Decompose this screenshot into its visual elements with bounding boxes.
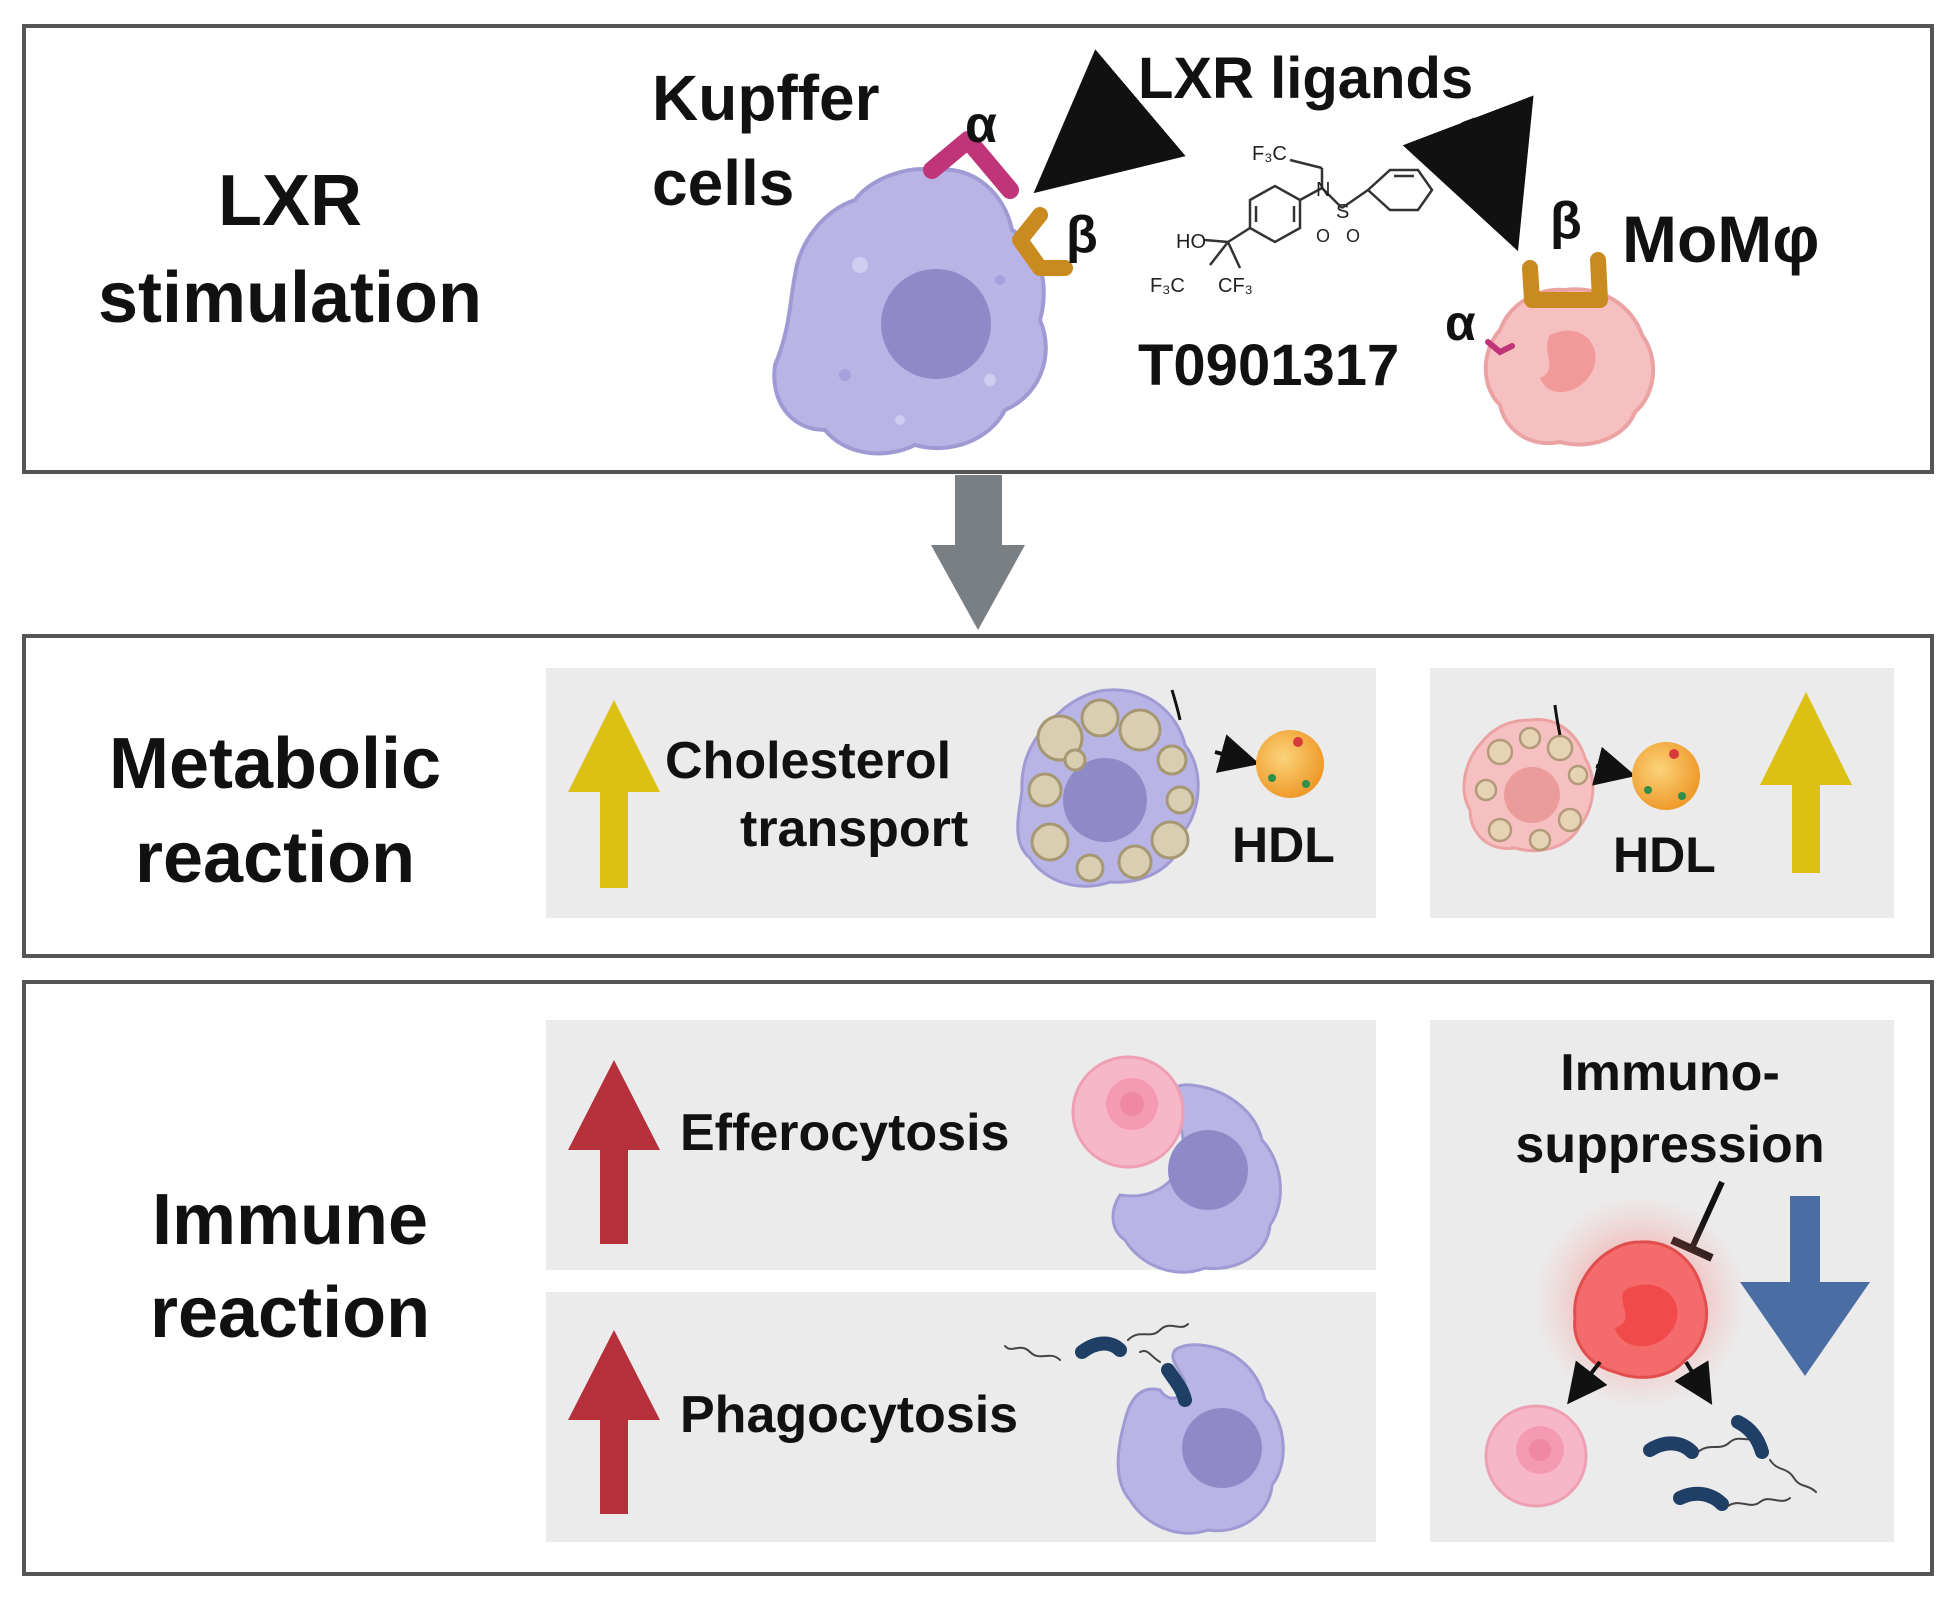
immunosuppression-label-line2: suppression bbox=[1515, 1116, 1824, 1174]
efferocytosis-label: Efferocytosis bbox=[680, 1104, 1009, 1162]
kupffer-label-line2: cells bbox=[652, 147, 794, 219]
cholesterol-label-line1: Cholesterol bbox=[665, 732, 951, 790]
metabolic-label-line1: Metabolic bbox=[109, 724, 441, 804]
efflux-arrow-momphi bbox=[1592, 746, 1636, 786]
up-arrow-yellow-kupffer bbox=[568, 700, 660, 888]
momphi-label: MoMφ bbox=[1622, 202, 1819, 276]
suppress-arrow-left bbox=[1567, 1360, 1608, 1405]
down-arrow-blue bbox=[1740, 1196, 1870, 1376]
hdl-label-momphi: HDL bbox=[1613, 827, 1716, 883]
hdl-label-kupffer: HDL bbox=[1232, 817, 1335, 873]
kupffer-label-line1: Kupffer bbox=[652, 62, 880, 134]
foamy-momphi-cell-icon bbox=[1462, 717, 1595, 853]
chem-o-left: O bbox=[1316, 226, 1330, 246]
up-arrow-yellow-momphi bbox=[1760, 692, 1852, 873]
suppressed-cell-icon bbox=[1484, 1404, 1588, 1508]
activated-momphi-cell-icon bbox=[1573, 1240, 1709, 1379]
efflux-arrow-kupffer bbox=[1214, 734, 1260, 773]
suppress-arrow-right bbox=[1674, 1360, 1713, 1405]
kupffer-alpha-label: α bbox=[965, 96, 997, 154]
lxr-ligands-label: LXR ligands bbox=[1138, 46, 1473, 111]
hdl-particle-momphi-icon bbox=[1632, 742, 1700, 810]
phagocytosis-label: Phagocytosis bbox=[680, 1386, 1018, 1444]
phagocytosis-macrophage-icon bbox=[1116, 1343, 1285, 1535]
efflux-line-kupffer bbox=[1170, 689, 1182, 721]
kupffer-beta-label: β bbox=[1066, 206, 1098, 264]
metabolic-label-line2: reaction bbox=[135, 818, 415, 898]
immunosuppression-label-line1: Immuno- bbox=[1560, 1044, 1780, 1102]
immune-label-line2: reaction bbox=[150, 1273, 430, 1353]
lxr-beta-receptor-icon bbox=[1012, 207, 1073, 276]
momphi-alpha-receptor-icon bbox=[1485, 339, 1515, 356]
lxr-alpha-receptor-icon bbox=[923, 131, 1019, 199]
suppressed-bacteria-icon bbox=[1643, 1415, 1817, 1511]
momphi-beta-receptor-icon bbox=[1522, 252, 1608, 308]
momphi-cell-icon bbox=[1483, 287, 1656, 447]
up-arrow-red-efferocytosis bbox=[568, 1060, 660, 1244]
chem-cf3-bottom: CF₃ bbox=[1218, 275, 1253, 297]
chem-f3c-top: F₃C bbox=[1252, 143, 1287, 165]
up-arrow-red-phagocytosis bbox=[568, 1330, 660, 1514]
kupffer-metabolic-subpanel bbox=[546, 668, 1376, 918]
foamy-kupffer-cell-icon bbox=[1016, 688, 1200, 888]
apoptotic-cell-icon bbox=[1071, 1055, 1185, 1169]
ligand-arrow-to-kupffer bbox=[1033, 49, 1186, 194]
momphi-alpha-label: α bbox=[1445, 295, 1476, 351]
hdl-particle-icon bbox=[1256, 730, 1324, 798]
chem-n: N bbox=[1316, 179, 1330, 201]
cholesterol-label-line2: transport bbox=[740, 800, 968, 858]
flow-arrow-down bbox=[931, 475, 1025, 630]
stimulation-label-line2: stimulation bbox=[98, 258, 482, 338]
ligand-arrow-to-momphi bbox=[1402, 95, 1534, 252]
compound-label: T0901317 bbox=[1138, 333, 1399, 398]
immune-label-line1: Immune bbox=[152, 1180, 428, 1260]
bacteria-icon bbox=[1004, 1323, 1192, 1407]
chem-ho: HO bbox=[1176, 231, 1206, 253]
momphi-beta-label: β bbox=[1550, 192, 1582, 250]
chem-f3c-bottom: F₃C bbox=[1150, 275, 1185, 297]
chem-o-right: O bbox=[1346, 226, 1360, 246]
t0901317-structure bbox=[1204, 158, 1434, 269]
stimulation-label-line1: LXR bbox=[218, 161, 362, 241]
chem-s: S bbox=[1336, 201, 1349, 223]
efflux-line-momphi bbox=[1553, 704, 1562, 736]
